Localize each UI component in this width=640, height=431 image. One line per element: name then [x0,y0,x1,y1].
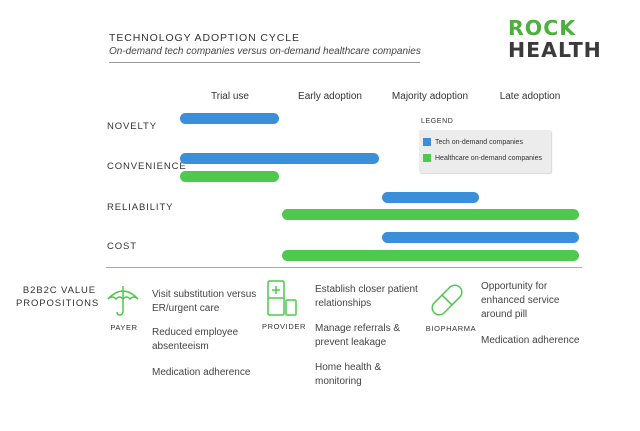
row-label-cost: COST [107,241,137,252]
provider-label: PROVIDER [262,322,306,331]
payer-item-2: Reduced employee absenteeism [152,327,239,352]
bar-reliability-tech [382,192,479,203]
chart-title: TECHNOLOGY ADOPTION CYCLE [109,32,300,44]
value-propositions-heading: B2B2C VALUE PROPOSITIONS [16,284,100,310]
legend-label-tech: Tech on-demand companies [435,138,523,146]
phase-header-late: Late adoption [499,91,561,102]
row-label-convenience: CONVENIENCE [107,161,187,172]
legend-label-healthcare: Healthcare on-demand companies [435,154,543,162]
umbrella-icon [107,286,139,316]
logo-line-2: HEALTH [508,38,602,62]
rock-health-logo: ROCK HEALTH [508,16,602,64]
value-propositions-heading-line-2: PROPOSITIONS [16,298,100,309]
row-label-novelty: NOVELTY [107,121,157,132]
biopharma-item-2: Medication adherence [481,335,580,346]
legend-item-tech: Tech on-demand companies [419,134,551,150]
bar-cost-tech [382,232,579,243]
medical-devices-icon [267,280,297,316]
value-propositions-heading-line-1: B2B2C VALUE [22,285,96,296]
chart-subtitle: On-demand tech companies versus on-deman… [109,46,421,57]
section-divider [106,267,582,268]
provider-item-1: Establish closer patient relationships [315,284,418,309]
legend: LEGEND Tech on-demand companies Healthca… [419,118,551,176]
payer-item-3: Medication adherence [152,367,251,378]
pill-icon [431,284,463,316]
payer-label: PAYER [110,323,138,332]
payer-block: PAYER [105,281,143,332]
phase-header-early: Early adoption [298,91,362,102]
legend-title: LEGEND [421,118,454,125]
biopharma-label: BIOPHARMA [425,324,477,333]
provider-item-3: Home health & monitoring [315,362,382,387]
title-divider [109,62,420,63]
phase-header-majority: Majority adoption [391,91,469,102]
phase-header-trial: Trial use [211,91,249,102]
bar-cost-healthcare [282,250,579,261]
legend-box: Tech on-demand companies Healthcare on-d… [419,130,551,173]
payer-item-1: Visit substitution versus ER/urgent care [152,289,257,314]
bar-reliability-healthcare [282,209,579,220]
logo-line-1: ROCK [508,16,577,40]
bar-novelty-tech [180,113,279,124]
provider-item-2: Manage referrals & prevent leakage [315,323,401,348]
provider-block: PROVIDER [262,280,306,331]
bar-convenience-healthcare [180,171,279,182]
row-label-reliability: RELIABILITY [107,202,174,213]
legend-swatch-tech [423,138,431,146]
biopharma-block: BIOPHARMA [425,280,477,333]
legend-item-healthcare: Healthcare on-demand companies [419,150,551,166]
bar-convenience-tech [180,153,379,164]
biopharma-item-1: Opportunity for enhanced service around … [481,281,560,320]
legend-swatch-healthcare [423,154,431,162]
